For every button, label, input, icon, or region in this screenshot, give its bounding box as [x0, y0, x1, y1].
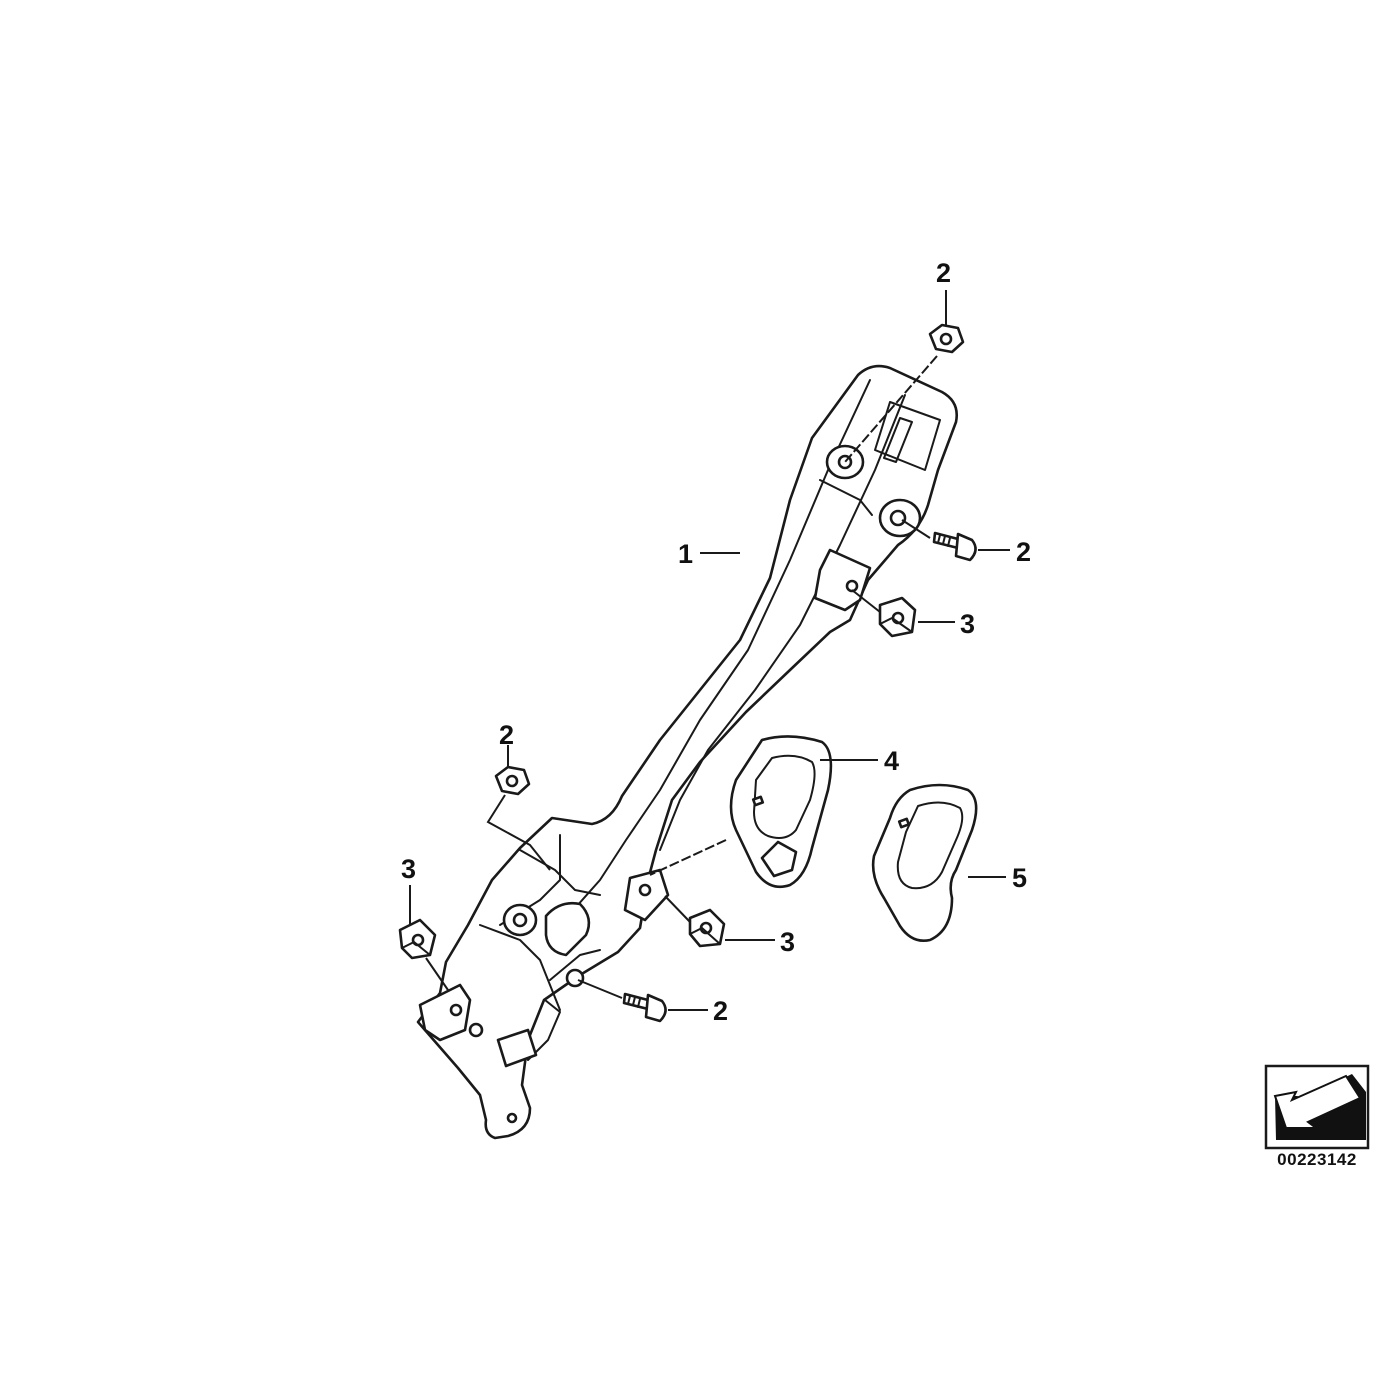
- callout-5: 5: [1012, 863, 1027, 893]
- bracket-part-1: [416, 364, 958, 1140]
- callout-2-top: 2: [936, 258, 951, 288]
- direction-arrow-icon: [1264, 1064, 1370, 1150]
- callout-4: 4: [884, 746, 899, 776]
- catalog-number: 00223142: [1277, 1150, 1357, 1169]
- cover-part-5: [871, 783, 978, 942]
- nut-top: [928, 323, 965, 354]
- callout-3-right-top: 3: [960, 609, 975, 639]
- callout-2-bottom: 2: [713, 996, 728, 1026]
- clip-nut-left: [398, 918, 437, 960]
- callout-2-right: 2: [1016, 537, 1031, 567]
- callout-3-bottom: 3: [780, 927, 795, 957]
- screw-bottom: [622, 992, 667, 1023]
- callout-3-left: 3: [401, 854, 416, 884]
- callout-1: 1: [678, 539, 693, 569]
- clip-nut-bottom: [688, 908, 726, 948]
- callout-2-left: 2: [499, 720, 514, 750]
- callout-labels: 1 2 2 2 2 3 3 3 4 5: [401, 258, 1031, 1026]
- grommet-part-4: [729, 735, 833, 889]
- leader-lines: [409, 290, 1010, 1011]
- clip-nut-right-top: [878, 596, 917, 638]
- nut-left: [494, 765, 531, 796]
- screw-right: [932, 531, 977, 562]
